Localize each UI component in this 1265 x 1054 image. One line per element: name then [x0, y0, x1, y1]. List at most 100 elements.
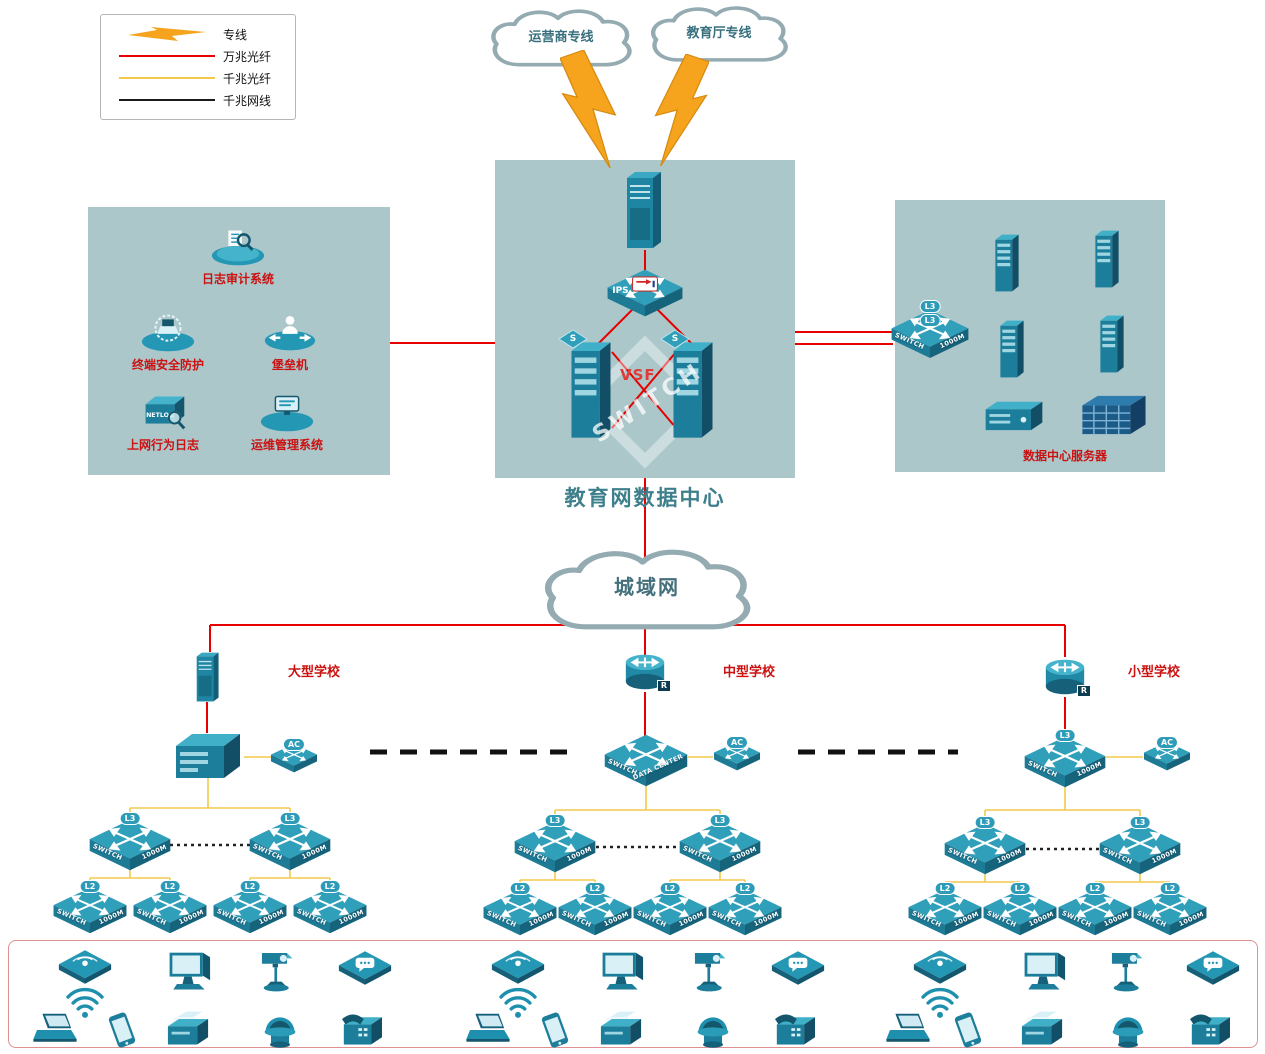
bastion-host[interactable]: 堡垒机: [225, 308, 355, 373]
l2-badge: L2: [1084, 882, 1106, 895]
l3-badge: L3: [119, 812, 141, 825]
server-tower-icon: [1085, 228, 1129, 290]
printer-icon[interactable]: [595, 1008, 647, 1050]
desktop-computer-icon[interactable]: [162, 949, 214, 995]
server-tower-icon: [985, 232, 1029, 294]
netlog-icon: NETLOG: [145, 396, 186, 430]
terminal-security[interactable]: 终端安全防护: [103, 308, 233, 373]
dome-camera-icon[interactable]: [1106, 1012, 1150, 1050]
smartphone-icon[interactable]: [102, 1008, 142, 1052]
message-terminal-icon[interactable]: [770, 949, 826, 987]
legend-row-1g-fiber: 千兆光纤: [111, 67, 285, 89]
message-terminal-icon[interactable]: [1185, 949, 1241, 987]
cloud-label: 城域网: [614, 574, 680, 599]
wireless-ap-icon[interactable]: [490, 948, 546, 986]
telephone-icon[interactable]: [336, 1010, 388, 1050]
laptop-icon[interactable]: [462, 1012, 514, 1048]
school-router[interactable]: R: [622, 650, 671, 692]
ac-controller[interactable]: AC: [1143, 736, 1191, 772]
bastion-icon: [264, 316, 316, 351]
s-badge: S: [558, 329, 588, 349]
education-line-cloud[interactable]: 教育厅专线: [643, 3, 795, 67]
ops-management-system[interactable]: 运维管理系统: [222, 388, 352, 453]
telephone-icon[interactable]: [769, 1010, 821, 1050]
carrier-line-cloud[interactable]: 运营商专线: [483, 6, 639, 72]
l2-badge: L2: [509, 882, 531, 895]
core-firewall[interactable]: [617, 168, 669, 252]
chassis-switch[interactable]: [1078, 392, 1148, 436]
message-terminal-icon[interactable]: [337, 949, 393, 987]
log-audit-icon: [211, 230, 265, 266]
desktop-computer-icon[interactable]: [1017, 949, 1069, 995]
laptop-icon[interactable]: [882, 1012, 934, 1048]
s-badge: S: [660, 329, 690, 349]
server-tower[interactable]: [1090, 313, 1134, 375]
printer-icon[interactable]: [162, 1008, 214, 1050]
server-tower[interactable]: [1085, 228, 1129, 290]
smartphone-icon[interactable]: [535, 1008, 575, 1052]
firewall-tower-icon: [188, 650, 226, 704]
legend-row-1g-cable: 千兆网线: [111, 89, 285, 111]
printer-icon[interactable]: [1016, 1008, 1068, 1050]
wireless-ap-icon[interactable]: [57, 948, 113, 986]
dome-camera-icon[interactable]: [258, 1012, 302, 1050]
l2-badge: L2: [1009, 882, 1031, 895]
ptz-camera-icon[interactable]: [1103, 945, 1153, 995]
school-firewall[interactable]: [188, 650, 226, 704]
router-badge: R: [1076, 685, 1091, 697]
terminal-security-icon: [141, 314, 195, 352]
school-router[interactable]: R: [1042, 655, 1091, 697]
man-cloud[interactable]: 城域网: [533, 545, 761, 637]
server-tower[interactable]: [985, 232, 1029, 294]
ptz-camera-icon[interactable]: [686, 945, 736, 995]
server-zone-core-switch[interactable]: L3 L3 SWITCH 1000M: [890, 300, 970, 360]
dc-switch[interactable]: SWITCH DATA CENTER: [603, 733, 689, 788]
laptop-icon[interactable]: [29, 1012, 81, 1048]
storage-server[interactable]: [983, 398, 1045, 432]
ips-device[interactable]: IPS: [606, 268, 684, 318]
server-tower-icon: [990, 318, 1034, 380]
legend: 专线 万兆光纤 千兆光纤 千兆网线: [100, 14, 296, 120]
smartphone-icon[interactable]: [948, 1008, 988, 1052]
wireless-ap-icon[interactable]: [912, 948, 968, 986]
log-audit-system[interactable]: 日志审计系统: [173, 222, 303, 287]
l3-badge: L3: [919, 314, 941, 327]
legend-row-dedicated: 专线: [111, 23, 285, 45]
telephone-icon[interactable]: [1184, 1010, 1236, 1050]
ac-controller[interactable]: AC: [713, 736, 761, 772]
l3-badge: L3: [919, 300, 941, 313]
server-zone-caption: 数据中心服务器: [1022, 449, 1107, 463]
desktop-computer-icon[interactable]: [595, 949, 647, 995]
server-tower[interactable]: [990, 318, 1034, 380]
netlog-system[interactable]: NETLOG 上网行为日志: [98, 388, 228, 453]
school-security-server[interactable]: [172, 730, 244, 778]
l3-badge: L3: [1054, 729, 1076, 742]
router-badge: R: [656, 680, 671, 692]
red-line-swatch: [111, 55, 223, 57]
core-switch-stack-a[interactable]: S: [566, 338, 616, 442]
ac-controller[interactable]: AC: [270, 738, 318, 774]
legend-label: 专线: [223, 27, 248, 42]
dome-camera-icon[interactable]: [691, 1012, 735, 1050]
ptz-camera-icon[interactable]: [253, 945, 303, 995]
